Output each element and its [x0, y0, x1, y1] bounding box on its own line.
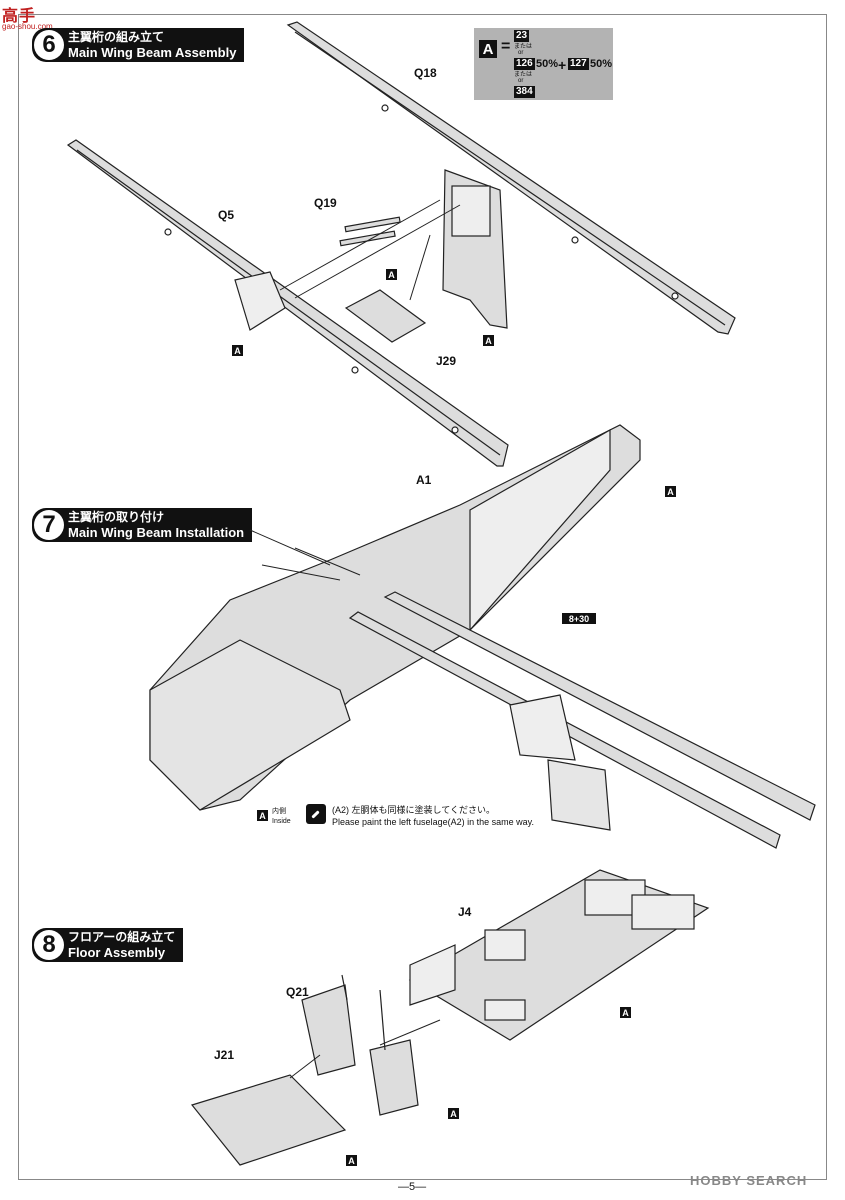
paint-note-jp: (A2) 左胴体も同様に塗装してください。: [332, 805, 495, 815]
q18-beam: [286, 21, 736, 335]
j29-plate: [344, 289, 427, 343]
bulkhead-q21: [301, 974, 419, 1116]
part-label-j4: J4: [458, 905, 472, 919]
paint-brush-icon: [306, 804, 326, 824]
part-label-q21: Q21: [286, 985, 309, 999]
step-8-number: 8: [34, 930, 64, 960]
plus-sign: +: [558, 57, 567, 73]
color-mark-a: A: [386, 269, 397, 280]
q5-beam: [66, 139, 509, 467]
fuselage-half-a1: [149, 424, 641, 811]
paint-note-en: Please paint the left fuselage(A2) in th…: [332, 817, 534, 827]
color-mark-a: A: [665, 486, 676, 497]
part-label-a1: A1: [416, 473, 432, 487]
color-code-126: 126: [514, 58, 535, 70]
paint-note: (A2) 左胴体も同様に塗装してください。 Please paint the l…: [306, 804, 534, 828]
or-label-en-2: or: [518, 78, 524, 84]
part-label-j21: J21: [214, 1048, 235, 1062]
step-6-title-jp: 主翼桁の組み立て: [68, 30, 165, 44]
color-mark-a: A: [232, 345, 243, 356]
color-code-127: 127: [568, 58, 589, 70]
color-code-23: 23: [514, 30, 530, 42]
floor-panel-j21: [190, 1074, 347, 1166]
or-label-jp: または: [514, 44, 533, 50]
color-equals: =: [501, 38, 511, 55]
q19-pins: [339, 216, 401, 247]
color-mark-a: A: [448, 1108, 459, 1119]
color-code-384: 384: [514, 86, 535, 98]
color-mix-box: A = 23 または or 126 50% + 127 50% または or 3…: [474, 28, 613, 100]
step-6-number: 6: [34, 30, 64, 60]
step-6-title-en: Main Wing Beam Assembly: [68, 45, 237, 60]
color-mark-a: A: [346, 1155, 357, 1166]
floor-j4: [408, 869, 710, 1041]
step-8-header: 8 フロアーの組み立て Floor Assembly: [32, 928, 184, 962]
color-mark-a: A: [257, 810, 268, 821]
color-mark-a: A: [620, 1007, 631, 1018]
step-8-title-jp: フロアーの組み立て: [68, 930, 176, 944]
color-mark-a: A: [483, 335, 494, 346]
part-label-j29: J29: [436, 354, 457, 368]
watermark: HOBBY SEARCH: [690, 1173, 808, 1188]
color-letter: A: [479, 40, 497, 58]
part-label-q19: Q19: [314, 196, 337, 210]
step-7-title-jp: 主翼桁の取り付け: [68, 510, 165, 524]
q18-web-plate: [442, 169, 508, 329]
subassembly-ref: 8+30: [562, 613, 596, 624]
or-label-jp-2: または: [514, 72, 533, 78]
page-frame: [18, 14, 827, 1180]
site-logo-url: gao-shou.com: [2, 22, 53, 31]
step-7-title-en: Main Wing Beam Installation: [68, 525, 245, 540]
step-7-number: 7: [34, 510, 64, 540]
inside-label-en: Inside: [272, 818, 291, 825]
step-6-header: 6 主翼桁の組み立て Main Wing Beam Assembly: [32, 28, 245, 62]
installed-beams: [348, 591, 816, 849]
pct-2: 50%: [590, 58, 613, 70]
site-logo: 高手: [2, 8, 37, 25]
part-label-q5: Q5: [218, 208, 235, 222]
or-label-en: or: [518, 50, 524, 56]
step-7-header: 7 主翼桁の取り付け Main Wing Beam Installation: [32, 508, 253, 542]
step-8-title-en: Floor Assembly: [68, 945, 166, 960]
pct-1: 50%: [536, 58, 559, 70]
page-number: —5—: [398, 1181, 427, 1193]
inside-label-jp: 内側: [272, 808, 286, 815]
part-label-q18: Q18: [414, 66, 437, 80]
